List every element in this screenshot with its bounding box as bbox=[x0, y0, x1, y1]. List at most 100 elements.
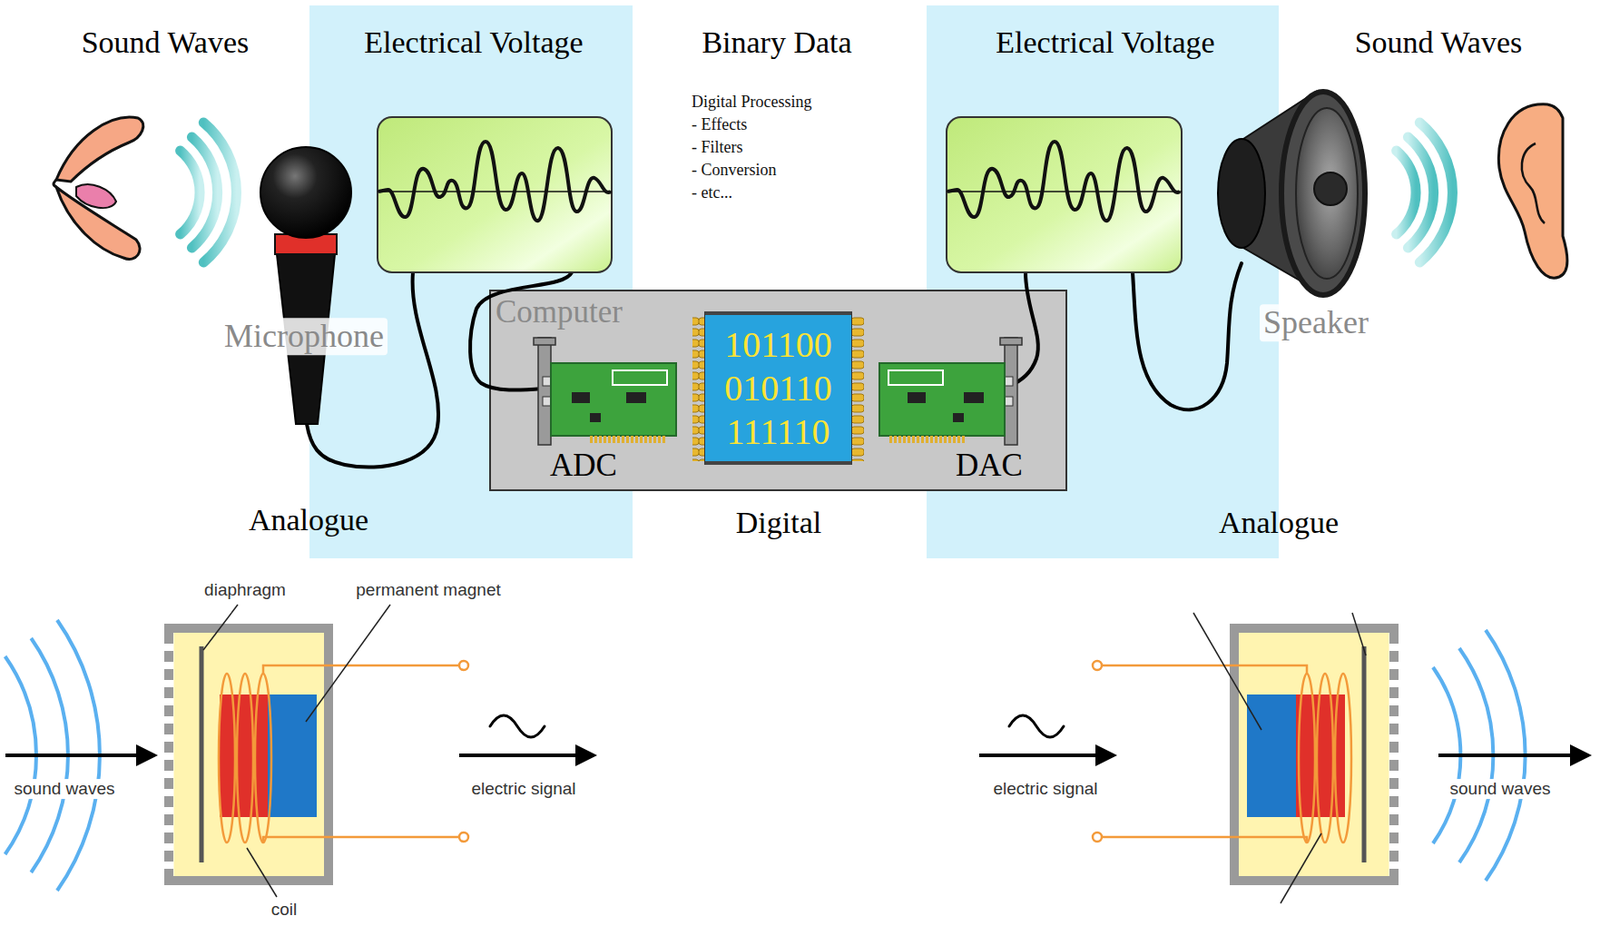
speaker-cross-section bbox=[1362, 646, 1367, 863]
node-text: 101100 010110 111110 bbox=[724, 323, 833, 454]
dac-card bbox=[952, 412, 964, 423]
adc-card bbox=[589, 435, 668, 443]
node-text: Electrical Voltage bbox=[926, 5, 1285, 61]
speaker-icon bbox=[1217, 91, 1365, 295]
signal-label: sound waves bbox=[11, 778, 118, 799]
signal-arrow bbox=[1570, 744, 1592, 766]
signal-arrow bbox=[1095, 744, 1118, 766]
adc-card bbox=[533, 337, 677, 445]
adc-card bbox=[612, 370, 668, 385]
speaker-cross-section bbox=[1295, 694, 1345, 817]
sound-wave-arcs bbox=[1396, 150, 1416, 235]
part-label: permanent magnet bbox=[355, 579, 501, 600]
domain-label: Analogue bbox=[1218, 504, 1339, 540]
signal-arrow bbox=[5, 744, 1592, 766]
speaker-icon bbox=[1281, 91, 1365, 295]
converter-card: ADC bbox=[530, 446, 637, 491]
note-text: - Filters bbox=[691, 137, 744, 158]
adc-card bbox=[626, 392, 647, 403]
ac-symbol bbox=[1009, 715, 1064, 737]
computer-box bbox=[490, 290, 1067, 491]
device-label: Speaker bbox=[1259, 304, 1373, 342]
dac-card bbox=[907, 392, 926, 403]
microphone-cross-section bbox=[164, 632, 175, 876]
signal-arrow bbox=[5, 753, 138, 757]
part-label: coil bbox=[271, 899, 298, 920]
voltage-band bbox=[926, 5, 1279, 559]
signal-arrow bbox=[979, 753, 1098, 757]
memory-chip: 101100 010110 111110 bbox=[704, 311, 853, 465]
microphone-cross-section bbox=[218, 673, 236, 843]
dac-card bbox=[1000, 337, 1022, 345]
mouth-icon bbox=[76, 184, 117, 208]
adc-card bbox=[538, 337, 551, 445]
leader-line bbox=[305, 604, 391, 722]
speaker-cross-section bbox=[1092, 660, 1352, 843]
sound-wave-arcs bbox=[1419, 122, 1453, 263]
node-text: Electrical Voltage bbox=[309, 5, 639, 61]
microphone-cross-section bbox=[263, 836, 460, 843]
oscilloscope-screen bbox=[946, 117, 1182, 273]
leader-line bbox=[203, 604, 238, 650]
oscilloscope-screen bbox=[947, 141, 1180, 221]
node-text: ADC bbox=[530, 446, 637, 485]
note-text: - Effects bbox=[691, 115, 747, 135]
speaker-icon bbox=[1217, 138, 1266, 248]
microphone-cross-section bbox=[459, 660, 469, 670]
sound-wave-arcs bbox=[180, 150, 200, 235]
ear-icon bbox=[1498, 104, 1567, 278]
signal-label: electric signal bbox=[992, 778, 1098, 799]
adc-card bbox=[589, 412, 601, 423]
chip-pins bbox=[692, 315, 706, 462]
adc-card bbox=[571, 392, 590, 403]
adc-card bbox=[533, 337, 556, 345]
microphone-cross-section bbox=[219, 694, 268, 817]
note-text: - Conversion bbox=[691, 160, 777, 180]
speaker-cross-section bbox=[1298, 673, 1316, 843]
microphone-cross-section bbox=[255, 673, 272, 843]
microphone bbox=[260, 147, 352, 238]
speaker-cross-section bbox=[1101, 665, 1307, 674]
oscilloscope-screen bbox=[377, 117, 612, 273]
microphone bbox=[260, 147, 352, 424]
adc-card bbox=[550, 363, 677, 436]
speaker-cross-section bbox=[1246, 694, 1296, 817]
ear-icon bbox=[1498, 104, 1567, 278]
signal-arrow bbox=[459, 753, 578, 757]
node-text: Computer bbox=[490, 290, 623, 331]
speaker-cross-section bbox=[1316, 673, 1334, 843]
ac-symbol bbox=[490, 715, 1064, 737]
signal-arrow bbox=[1438, 753, 1572, 757]
oscilloscope-screen bbox=[377, 117, 1182, 273]
dac-card bbox=[888, 370, 943, 385]
microphone-cross-section bbox=[267, 694, 317, 817]
microphone-cross-section bbox=[164, 632, 174, 876]
speaker-cross-section bbox=[1092, 832, 1102, 842]
speaker-cross-section bbox=[1389, 632, 1400, 876]
sound-wave-arcs bbox=[191, 137, 217, 248]
heading: Sound Waves bbox=[81, 24, 250, 60]
mouth-icon bbox=[53, 117, 144, 259]
signal-label: electric signal bbox=[471, 778, 576, 799]
signal-arrow bbox=[136, 744, 158, 766]
voltage-band bbox=[309, 5, 1279, 559]
computer-box bbox=[490, 290, 1067, 491]
speaker-icon bbox=[1295, 107, 1358, 279]
signal-arrow bbox=[575, 744, 598, 766]
dac-card bbox=[1004, 337, 1018, 445]
dac-card bbox=[963, 392, 984, 403]
ac-symbol bbox=[490, 715, 545, 737]
dac-card bbox=[879, 363, 1005, 436]
speaker-cross-section bbox=[1092, 628, 1394, 881]
leader-line bbox=[1352, 612, 1366, 656]
ear-icon bbox=[1521, 143, 1545, 224]
note-text: Digital Processing bbox=[691, 92, 813, 112]
oscilloscope-screen bbox=[378, 141, 611, 221]
mouth-icon bbox=[53, 179, 57, 187]
microphone-cross-section bbox=[168, 628, 469, 881]
microphone-cross-section bbox=[218, 660, 469, 843]
speaker-cross-section bbox=[1334, 673, 1352, 843]
heading: Binary Data bbox=[701, 24, 852, 60]
sound-wave-arcs bbox=[203, 122, 236, 263]
dac-card bbox=[889, 435, 967, 443]
